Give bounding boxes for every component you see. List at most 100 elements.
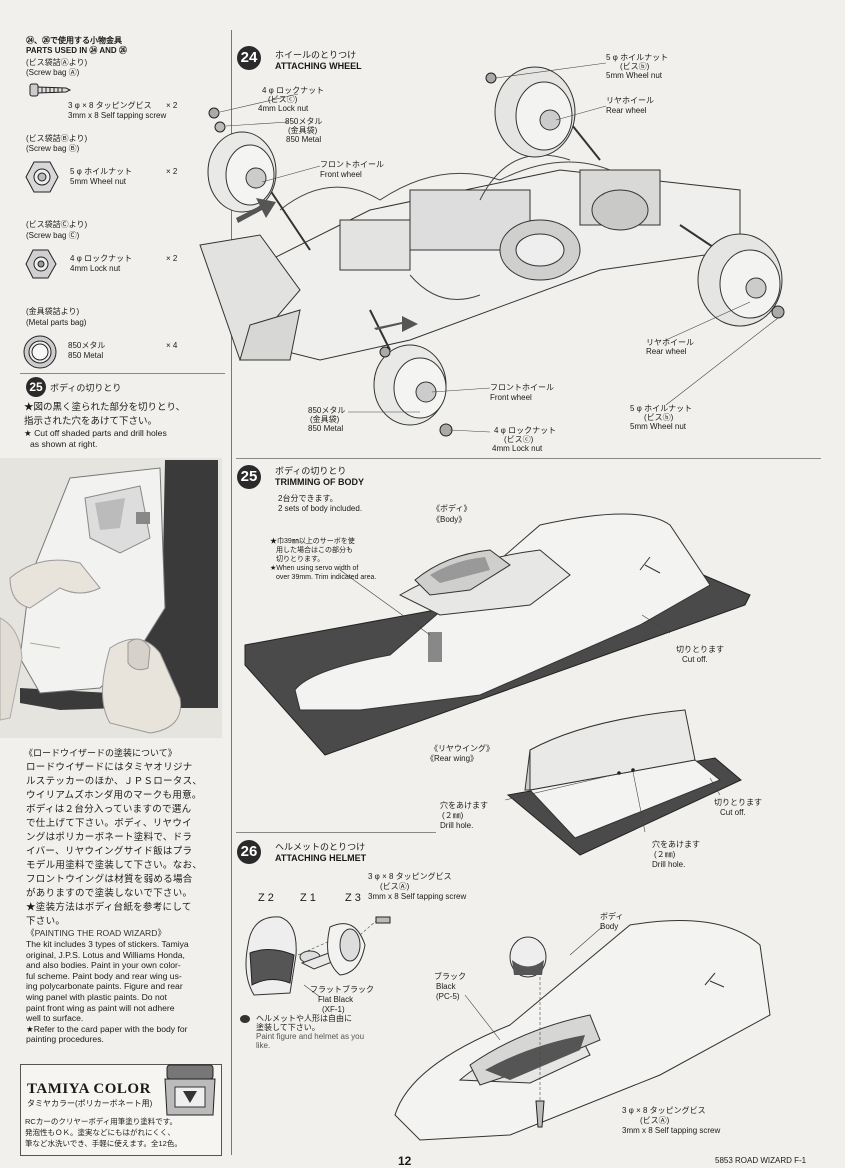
painting-line-en: painting procedures. bbox=[26, 1034, 104, 1045]
painting-line: イバー、リヤウイングサイド飯はプラ bbox=[26, 846, 193, 857]
rearwing-label-jp: 《リヤウイング》 bbox=[430, 744, 494, 753]
lock-nut2-label-en: 4mm Lock nut bbox=[492, 444, 543, 453]
rear-wheel-label-en: Rear wheel bbox=[606, 106, 647, 115]
paint-note-jp2: 塗装して下さい。 bbox=[256, 1023, 320, 1032]
painting-line: ボディは２台分入っていますので選ん bbox=[26, 804, 192, 815]
bag-b-en: (Screw bag Ⓑ) bbox=[26, 144, 80, 153]
painting-line-en: wing panel with plastic paints. Do not bbox=[26, 991, 167, 1002]
rear-wheel-label-jp: リヤホイール bbox=[606, 96, 654, 105]
step25-title-jp: ボディの切りとり bbox=[275, 466, 347, 476]
screw26-label-jp: 3 φ × 8 タッピングビス bbox=[368, 872, 452, 881]
drill-label2-jp: 穴をあけます bbox=[652, 840, 700, 849]
bag-b-jp: (ビス袋詰Ⓑより) bbox=[26, 134, 88, 143]
screw-qty: × 2 bbox=[166, 101, 178, 110]
bag-a-jp: (ビス袋詰Ⓐより) bbox=[26, 58, 88, 67]
paint-brush-icon bbox=[240, 1015, 250, 1023]
screw26b-label-bag: (ビスⒶ) bbox=[640, 1116, 670, 1125]
paint-jar-icon bbox=[164, 1064, 216, 1116]
painting-line: ロードウイザードにはタミヤオリジナ bbox=[26, 762, 193, 773]
screw26b-label-en: 3mm x 8 Self tapping screw bbox=[622, 1126, 721, 1135]
step26-title-en: ATTACHING HELMET bbox=[275, 853, 367, 863]
metal-label-jp: 850メタル bbox=[285, 117, 323, 126]
painting-line-en: ful scheme. Paint body and rear wing us- bbox=[26, 970, 182, 981]
wheel-nut-name-en: 5mm Wheel nut bbox=[70, 177, 127, 186]
bag-a-en: (Screw bag Ⓐ) bbox=[26, 68, 80, 77]
step24-number: 24 bbox=[237, 46, 261, 70]
painting-line-en: and also bodies. Paint in your own color… bbox=[26, 960, 181, 971]
parts-used-heading-en: PARTS USED IN ㉔ AND ㉖ bbox=[26, 46, 127, 55]
painting-line-en: The kit includes 3 types of stickers. Ta… bbox=[26, 939, 189, 949]
tamiya-color-box: TAMIYA COLOR タミヤカラー(ポリカーボネート用) RCカーのクリヤー… bbox=[20, 1064, 222, 1156]
lock-nut2-label-jp: 4 φ ロックナット bbox=[494, 426, 557, 435]
metal-name-en: 850 Metal bbox=[68, 351, 104, 360]
lock-nut-qty: × 2 bbox=[166, 254, 178, 263]
drill-label1-jp: 穴をあけます bbox=[440, 801, 488, 810]
step25-title-en: TRIMMING OF BODY bbox=[275, 477, 364, 487]
drill-label2-mm: (２㎜) bbox=[654, 850, 676, 859]
rear-wheel2-label-en: Rear wheel bbox=[646, 347, 687, 356]
painting-body-jp: ロードウイザードにはタミヤオリジナ ルステッカーのほか、ＪＰＳロータス、 ウイリ… bbox=[26, 761, 226, 929]
parts-used-heading-jp: ㉔、㉖で使用する小物金具 bbox=[26, 36, 122, 45]
step25-left-line1-en: ★ Cut off shaded parts and drill holes bbox=[24, 428, 167, 438]
paint-note-en1: Paint figure and helmet as you bbox=[256, 1032, 365, 1041]
tamiya-color-sub: タミヤカラー(ポリカーボネート用) bbox=[27, 1099, 153, 1108]
black-label-code: (PC-5) bbox=[436, 992, 460, 1001]
cutoff-label-jp: 切りとります bbox=[676, 645, 724, 654]
painting-line: フロントウイングは材質を弱める場合 bbox=[26, 874, 193, 885]
front-wheel-label-jp: フロントホイール bbox=[320, 160, 384, 169]
metal2-label-en: 850 Metal bbox=[308, 424, 344, 433]
rearwing-label-en: 《Rear wing》 bbox=[426, 754, 479, 763]
bag-c-jp: (ビス袋詰Ⓒより) bbox=[26, 220, 88, 229]
flat-black-label-jp: フラットブラック bbox=[310, 985, 374, 994]
lock-nut-label-jp: 4 φ ロックナット bbox=[262, 86, 325, 95]
drill-label2-en: Drill hole. bbox=[652, 860, 686, 869]
tamiya-color-desc-line: RCカーのクリヤーボディ用筆塗り塗料です。 bbox=[25, 1117, 178, 1126]
wheel-nut-label-en: 5mm Wheel nut bbox=[606, 71, 663, 80]
cutoff2-label-jp: 切りとります bbox=[714, 798, 762, 807]
black-label-en: Black bbox=[436, 982, 456, 991]
step25-number: 25 bbox=[237, 465, 261, 489]
metal2-label-bag: (金具袋) bbox=[310, 415, 340, 424]
model-name: 5853 ROAD WIZARD F-1 bbox=[715, 1156, 807, 1165]
screw26b-label-jp: 3 φ × 8 タッピングビス bbox=[622, 1106, 706, 1115]
metal-label-bag: (金具袋) bbox=[288, 126, 318, 135]
wheel-nut-qty: × 2 bbox=[166, 167, 178, 176]
step26-number: 26 bbox=[237, 840, 261, 864]
step26-title-jp: ヘルメットのとりつけ bbox=[275, 842, 366, 852]
screw26-label-bag: (ビスⒶ) bbox=[380, 882, 410, 891]
painting-body-en: The kit includes 3 types of stickers. Ta… bbox=[26, 939, 231, 1045]
painting-line-en: paint front wing as paint will not adher… bbox=[26, 1002, 175, 1013]
painting-line: モデル用塗料で塗装して下さい。なお、 bbox=[26, 860, 203, 871]
chassis-wheel-diagram bbox=[199, 62, 785, 437]
screw-icon bbox=[29, 83, 72, 97]
part-z1: Z 1 bbox=[300, 892, 316, 904]
metal-name-jp: 850メタル bbox=[68, 341, 106, 350]
screw-name-jp: 3 φ × 8 タッピングビス bbox=[68, 101, 152, 110]
screw-name-en: 3mm x 8 Self tapping screw bbox=[68, 111, 167, 120]
wheel-nut-label-bag: (ビスⓑ) bbox=[620, 62, 650, 71]
painting-line: ★塗装方法はボディ台紙を参考にして bbox=[26, 902, 192, 913]
metal2-label-jp: 850メタル bbox=[308, 406, 346, 415]
step25-sets-jp: 2台分できます。 bbox=[278, 494, 338, 503]
bag-c-en: (Screw bag Ⓒ) bbox=[26, 231, 80, 240]
servo-note-jp3: 切りとります。 bbox=[276, 556, 325, 563]
black-label-jp: ブラック bbox=[434, 972, 466, 981]
wheel-nut2-label-bag: (ビスⓑ) bbox=[644, 413, 674, 422]
drill-label1-mm: (２㎜) bbox=[442, 811, 464, 820]
painting-line-en: ★Refer to the card paper with the body f… bbox=[26, 1023, 188, 1034]
cutoff2-label-en: Cut off. bbox=[720, 808, 746, 817]
rear-wing-diagram bbox=[505, 709, 742, 856]
front-wheel2-label-en: Front wheel bbox=[490, 393, 532, 402]
painting-line: がありますので塗装しないで下さい。 bbox=[26, 888, 193, 899]
painting-line: ングはポリカーボネート塗料で、ドラ bbox=[26, 832, 193, 843]
servo-note-jp2: 用した場合はこの部分も bbox=[276, 547, 353, 554]
step25-left-line2-en: as shown at right. bbox=[30, 439, 98, 449]
tamiya-color-brand: TAMIYA COLOR bbox=[27, 1081, 151, 1097]
painting-line: 下さい。 bbox=[26, 916, 66, 927]
body26-label-en: Body bbox=[600, 922, 619, 931]
part-z3: Z 3 bbox=[345, 892, 361, 904]
wheel-nut-name-jp: 5 φ ホイルナット bbox=[70, 167, 133, 176]
servo-note-en1: ★When using servo width of bbox=[270, 565, 359, 572]
lock-nut-label-bag: (ビスⓒ) bbox=[268, 95, 298, 104]
paint-note-en2: like. bbox=[256, 1041, 271, 1050]
